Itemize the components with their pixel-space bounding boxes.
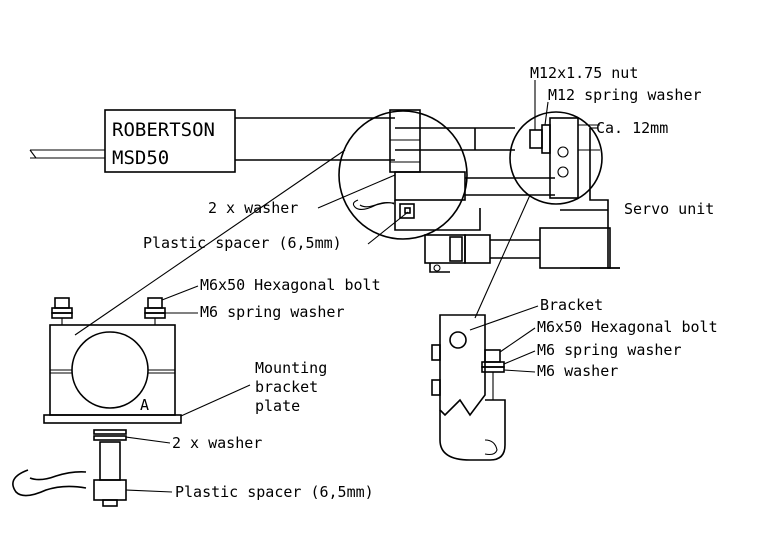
callout-line-left bbox=[74, 149, 346, 336]
label-two-washer-top: 2 x washer bbox=[208, 199, 298, 217]
label-servo-unit: Servo unit bbox=[624, 200, 714, 218]
label-bracket: Bracket bbox=[540, 296, 603, 314]
servo-unit-block bbox=[539, 128, 620, 269]
label-nut: M12x1.75 nut bbox=[530, 64, 638, 82]
label-plastic-spacer-top: Plastic spacer (6,5mm) bbox=[143, 234, 342, 252]
label-ca-12mm: Ca. 12mm bbox=[596, 119, 668, 137]
label-mounting-2: bracket bbox=[255, 378, 318, 396]
actuator-arm bbox=[394, 171, 555, 231]
nameplate-line2: MSD50 bbox=[112, 147, 169, 169]
label-spring-washer-right: M6 spring washer bbox=[537, 341, 682, 359]
label-spring-washer-left: M6 spring washer bbox=[200, 303, 345, 321]
mounting-bracket bbox=[43, 297, 182, 507]
callout-line-right bbox=[474, 194, 531, 319]
label-plastic-spacer-bottom: Plastic spacer (6,5mm) bbox=[175, 483, 374, 501]
tiller-clamp bbox=[424, 234, 540, 273]
clip-icon-bottom bbox=[12, 469, 87, 497]
label-hex-bolt-right: M6x50 Hexagonal bolt bbox=[537, 318, 718, 336]
detail-circle-right bbox=[509, 111, 603, 205]
label-spring-washer-m12: M12 spring washer bbox=[548, 86, 702, 104]
label-part-a: A bbox=[140, 396, 149, 414]
label-m6-washer: M6 washer bbox=[537, 362, 618, 380]
cable bbox=[29, 149, 105, 159]
label-mounting-1: Mounting bbox=[255, 359, 327, 377]
nameplate-line1: ROBERTSON bbox=[112, 119, 215, 141]
detail-circle-left bbox=[338, 110, 468, 240]
clip-icon-top bbox=[352, 199, 395, 211]
bracket-detail bbox=[431, 314, 506, 461]
label-mounting-3: plate bbox=[255, 397, 300, 415]
label-hex-bolt-left: M6x50 Hexagonal bolt bbox=[200, 276, 381, 294]
actuator-housing bbox=[104, 109, 515, 173]
label-two-washer-bottom: 2 x washer bbox=[172, 434, 262, 452]
